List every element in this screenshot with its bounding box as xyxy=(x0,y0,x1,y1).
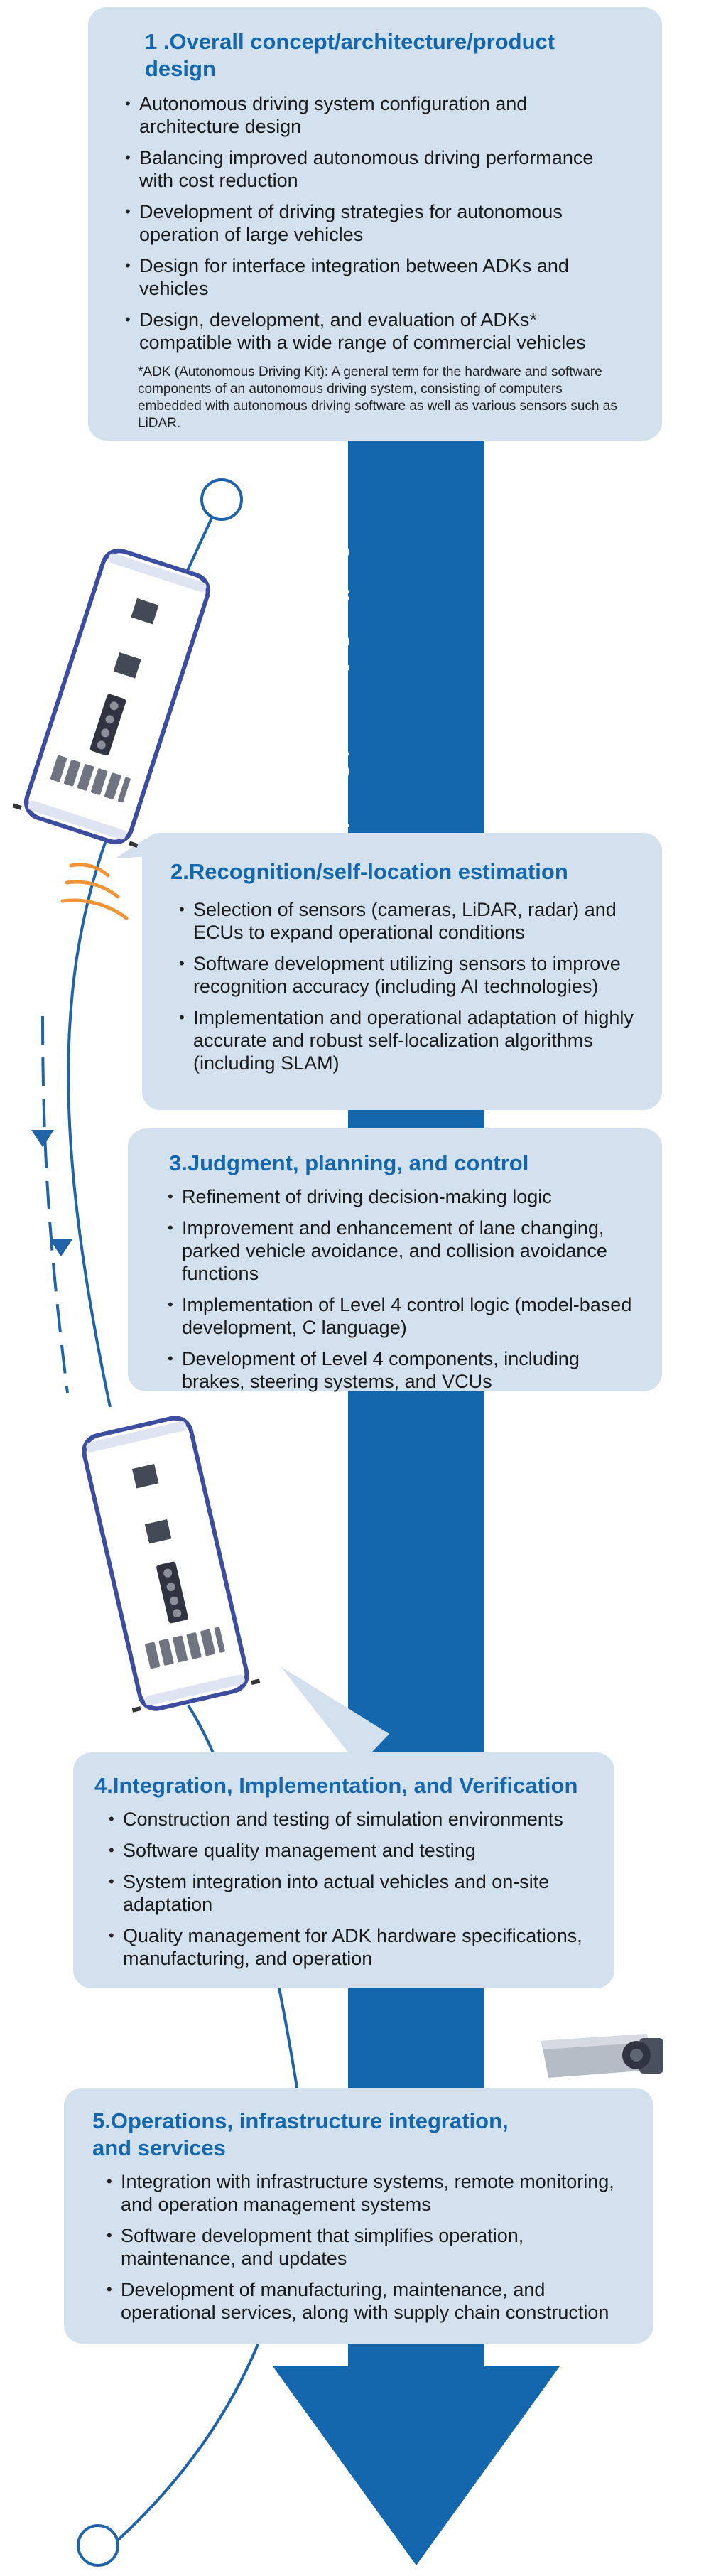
list-item: Construction and testing of simulation e… xyxy=(107,1808,593,1831)
autonomous-bus-icon-bottom xyxy=(70,1410,261,1717)
route-start-node xyxy=(200,478,243,521)
section-5-box: 5.Operations, infrastructure integration… xyxy=(64,2088,653,2344)
list-item: Implementation and operational adaptatio… xyxy=(178,1006,634,1074)
section-1-box: 1 .Overall concept/architecture/product … xyxy=(88,7,662,441)
list-item: Design, development, and evaluation of A… xyxy=(124,308,626,354)
route-arrow-1 xyxy=(31,1130,54,1147)
list-item: Improvement and enhancement of lane chan… xyxy=(166,1217,641,1285)
list-item: Design for interface integration between… xyxy=(124,254,626,300)
list-item: Refinement of driving decision-making lo… xyxy=(166,1185,641,1208)
section-3-list: Refinement of driving decision-making lo… xyxy=(166,1185,641,1393)
list-item: System integration into actual vehicles … xyxy=(107,1870,593,1916)
list-item: Implementation of Level 4 control logic … xyxy=(166,1293,641,1339)
list-item: Balancing improved autonomous driving pe… xyxy=(124,146,626,192)
section-2-title: 2.Recognition/self-location estimation xyxy=(170,859,568,884)
callout-pointer-4 xyxy=(281,1666,389,1766)
section-2-list: Selection of sensors (cameras, LiDAR, ra… xyxy=(178,898,634,1074)
list-item: Software development utilizing sensors t… xyxy=(178,952,634,998)
list-item: Development of driving strategies for au… xyxy=(124,200,626,246)
section-4-box: 4.Integration, Implementation, and Verif… xyxy=(73,1752,614,1988)
section-1-list: Autonomous driving system configuration … xyxy=(124,92,626,354)
adk-footnote: *ADK (Autonomous Driving Kit): A general… xyxy=(138,365,617,431)
list-item: Software development that simplifies ope… xyxy=(105,2224,625,2270)
section-4-list: Construction and testing of simulation e… xyxy=(107,1808,593,1970)
list-item: Autonomous driving system configuration … xyxy=(124,92,626,138)
list-item: Selection of sensors (cameras, LiDAR, ra… xyxy=(178,898,634,944)
list-item: Development of manufacturing, maintenanc… xyxy=(105,2278,625,2324)
section-1-title: 1 .Overall concept/architecture/product … xyxy=(145,29,555,81)
section-4-title: 4.Integration, Implementation, and Verif… xyxy=(94,1773,578,1798)
list-item: Development of Level 4 components, inclu… xyxy=(166,1347,641,1393)
autonomous-bus-icon-top xyxy=(11,541,224,852)
section-5-title: 5.Operations, infrastructure integration… xyxy=(92,2108,509,2160)
section-3-title: 3.Judgment, planning, and control xyxy=(169,1150,529,1175)
list-item: Quality management for ADK hardware spec… xyxy=(107,1924,593,1970)
section-5-list: Integration with infrastructure systems,… xyxy=(105,2170,625,2324)
section-3-box: 3.Judgment, planning, and control Refine… xyxy=(128,1128,662,1393)
route-arrow-2 xyxy=(50,1239,72,1256)
sensor-wave-icon xyxy=(60,863,129,920)
list-item: Integration with infrastructure systems,… xyxy=(105,2170,625,2216)
list-item: Software quality management and testing xyxy=(107,1839,593,1862)
route-end-node xyxy=(77,2524,119,2567)
band-arrowhead xyxy=(273,2366,560,2565)
section-2-box: 2.Recognition/self-location estimation S… xyxy=(142,833,662,1110)
